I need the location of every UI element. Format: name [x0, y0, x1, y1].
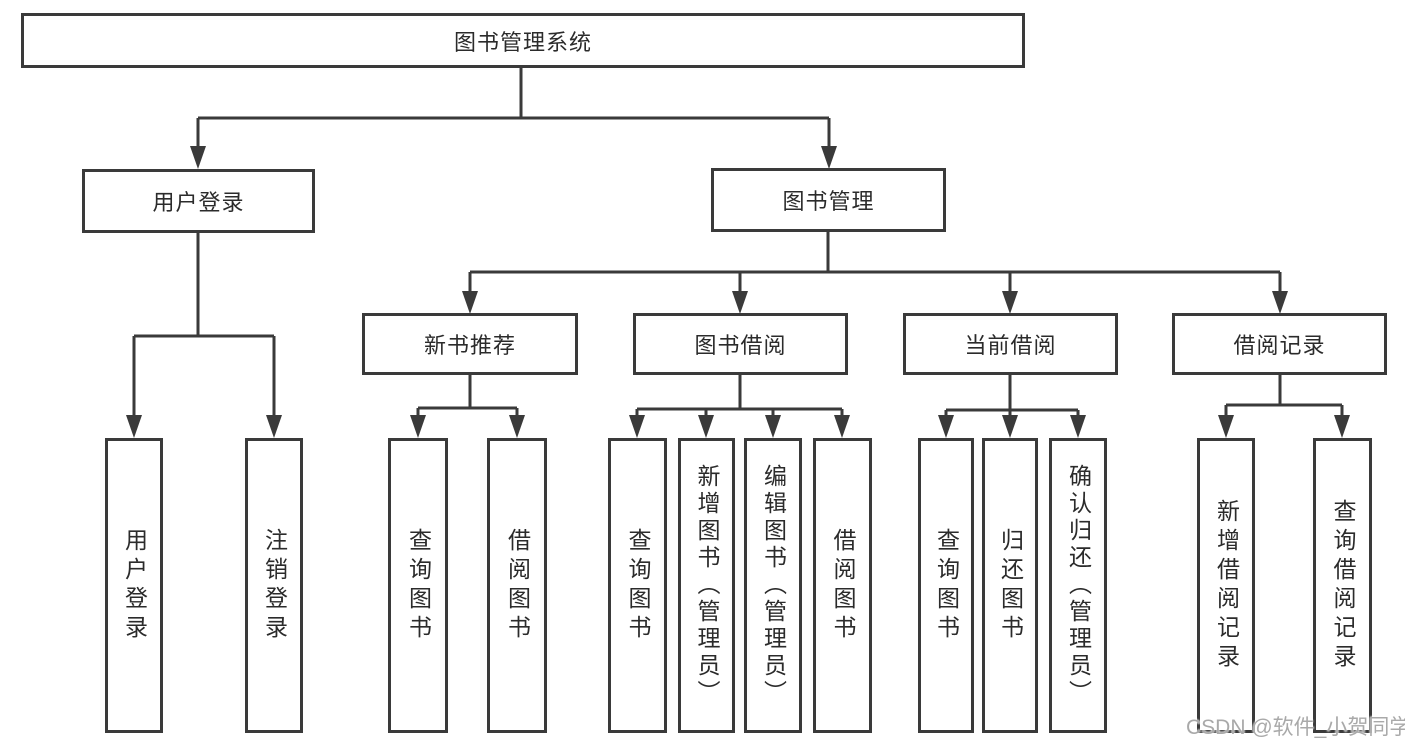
- node-book-borrowing: 图书借阅: [633, 313, 848, 375]
- arrowheads-level3: [462, 291, 1288, 314]
- node-borrowing-records-label: 借阅记录: [1233, 333, 1326, 358]
- arrowheads-user-login-children: [126, 415, 282, 438]
- connector-user-login-children: [132, 233, 276, 417]
- node-leaf-bb-edit-books-admin-label: 编辑图书（管理员）: [760, 464, 787, 707]
- node-leaf-bb-borrow-books: 借阅图书: [813, 438, 872, 733]
- node-leaf-bb-borrow-books-label: 借阅图书: [830, 527, 856, 644]
- connector-book-borrow-children: [635, 375, 844, 417]
- node-leaf-cb-return-books-label: 归还图书: [997, 527, 1024, 644]
- node-book-management-label: 图书管理: [782, 189, 875, 214]
- node-leaf-cb-confirm-return-admin: 确认归还（管理员）: [1049, 438, 1107, 733]
- node-leaf-bb-edit-books-admin: 编辑图书（管理员）: [744, 438, 802, 733]
- node-leaf-cb-query-books-label: 查询图书: [933, 527, 960, 644]
- node-leaf-logout: 注销登录: [245, 438, 303, 733]
- node-leaf-logout-label: 注销登录: [261, 527, 288, 644]
- node-leaf-cb-confirm-return-admin-label: 确认归还（管理员）: [1065, 464, 1092, 707]
- node-current-borrowing: 当前借阅: [903, 313, 1118, 375]
- node-leaf-user-login: 用户登录: [105, 438, 163, 733]
- node-leaf-bb-query-books-label: 查询图书: [625, 527, 651, 644]
- arrowheads-level2: [190, 146, 837, 169]
- node-root-system-label: 图书管理系统: [453, 29, 592, 55]
- node-leaf-bb-add-books-admin: 新增图书（管理员）: [678, 438, 735, 733]
- node-book-borrowing-label: 图书借阅: [694, 333, 787, 358]
- arrowheads-new-book-rec-children: [410, 415, 525, 438]
- node-leaf-nbr-query-books-label: 查询图书: [405, 527, 432, 644]
- node-leaf-bb-query-books: 查询图书: [608, 438, 667, 733]
- arrowheads-borrow-records-children: [1218, 415, 1350, 438]
- arrowheads-current-borrow-children: [938, 415, 1086, 438]
- node-new-book-recommend: 新书推荐: [362, 313, 578, 375]
- node-user-login-group-label: 用户登录: [152, 190, 245, 215]
- node-leaf-user-login-label: 用户登录: [121, 527, 148, 644]
- node-book-management: 图书管理: [711, 168, 946, 232]
- csdn-watermark: CSDN @软件_小贺同学: [1186, 716, 1405, 739]
- node-borrowing-records: 借阅记录: [1172, 313, 1387, 375]
- connector-book-mgmt-children: [468, 232, 1282, 293]
- node-root-system: 图书管理系统: [21, 13, 1025, 68]
- node-leaf-cb-return-books: 归还图书: [982, 438, 1038, 733]
- connector-current-borrow-children: [944, 375, 1080, 417]
- node-leaf-br-add-record: 新增借阅记录: [1197, 438, 1255, 733]
- connector-new-book-rec-children: [416, 375, 519, 417]
- connector-root-to-level2: [196, 68, 831, 148]
- node-leaf-cb-query-books: 查询图书: [918, 438, 974, 733]
- node-user-login-group: 用户登录: [82, 169, 315, 233]
- node-leaf-br-query-record: 查询借阅记录: [1313, 438, 1372, 733]
- node-current-borrowing-label: 当前借阅: [964, 333, 1057, 358]
- node-leaf-nbr-borrow-books-label: 借阅图书: [504, 527, 531, 644]
- node-leaf-br-query-record-label: 查询借阅记录: [1330, 498, 1356, 673]
- node-leaf-nbr-query-books: 查询图书: [388, 438, 448, 733]
- node-leaf-nbr-borrow-books: 借阅图书: [487, 438, 547, 733]
- node-leaf-bb-add-books-admin-label: 新增图书（管理员）: [694, 464, 720, 707]
- connector-borrow-records-children: [1224, 375, 1344, 417]
- node-leaf-br-add-record-label: 新增借阅记录: [1213, 498, 1240, 673]
- node-new-book-recommend-label: 新书推荐: [423, 333, 516, 358]
- arrowheads-book-borrow-children: [629, 415, 850, 438]
